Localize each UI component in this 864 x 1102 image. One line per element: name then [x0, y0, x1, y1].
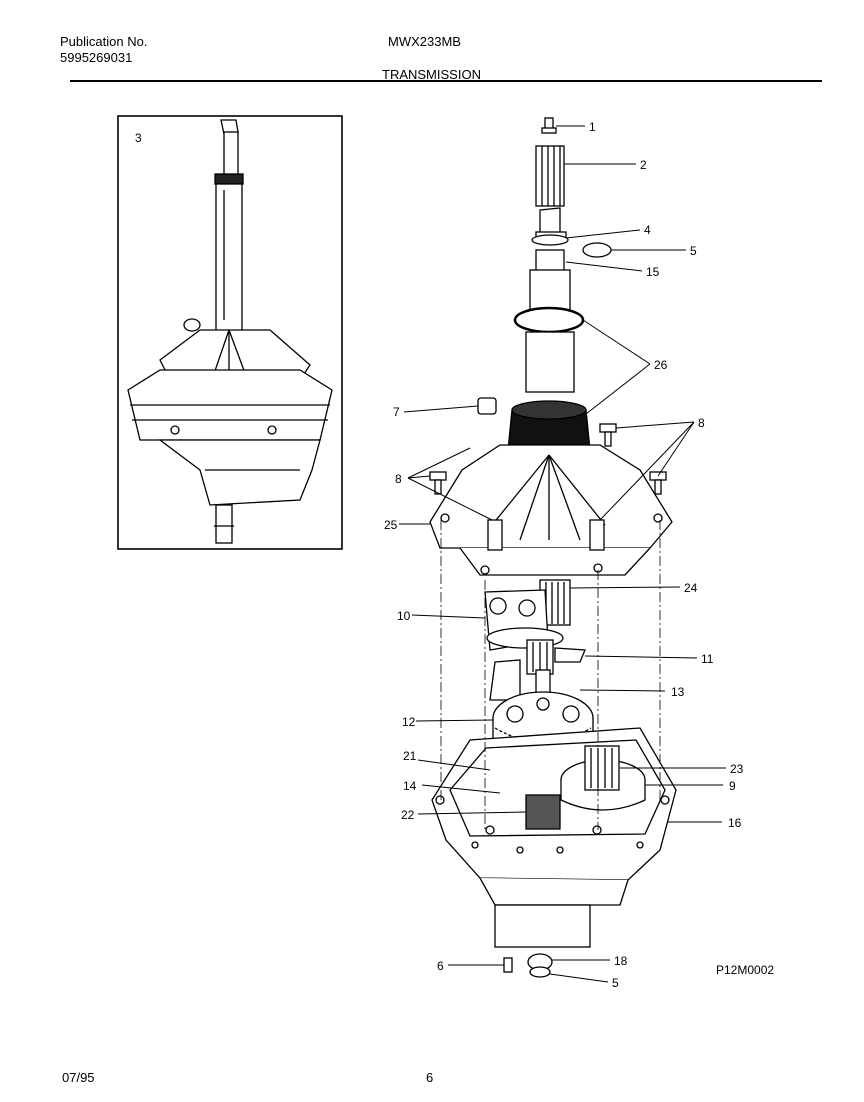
- drawing-code: P12M0002: [716, 963, 774, 977]
- callout-18: 18: [614, 954, 628, 968]
- callout-16: 16: [728, 816, 742, 830]
- footer-page-number: 6: [426, 1070, 434, 1085]
- callout-2: 2: [640, 158, 647, 172]
- publication-label: Publication No.: [60, 34, 148, 49]
- callout-11: 11: [701, 652, 714, 666]
- callout-10: 10: [397, 609, 411, 623]
- callout-8-left: 8: [395, 472, 402, 486]
- callout-8-right: 8: [698, 416, 705, 430]
- callout-5-top: 5: [690, 244, 697, 258]
- callout-13: 13: [671, 685, 685, 699]
- publication-number: 5995269031: [60, 50, 133, 65]
- inset-label: 3: [135, 131, 142, 145]
- callout-9: 9: [729, 779, 736, 793]
- callout-7: 7: [393, 405, 400, 419]
- section-title: TRANSMISSION: [382, 67, 481, 82]
- callout-numbers: 1 2 4 5 15 26 7 8 8 25 24 10 11 13 12 21…: [384, 120, 744, 990]
- callout-6: 6: [437, 959, 444, 973]
- callout-23: 23: [730, 762, 744, 776]
- alignment-lines: [440, 520, 661, 830]
- footer-date: 07/95: [62, 1070, 95, 1085]
- exploded-parts: [429, 117, 677, 978]
- model-number: MWX233MB: [388, 34, 461, 49]
- callout-21: 21: [403, 749, 417, 763]
- callout-15: 15: [646, 265, 660, 279]
- inset-assembly: [117, 115, 343, 550]
- callout-1: 1: [589, 120, 596, 134]
- leader-lines: [399, 125, 726, 983]
- header-rule: [70, 80, 822, 82]
- callout-26: 26: [654, 358, 668, 372]
- callout-4: 4: [644, 223, 651, 237]
- callout-25: 25: [384, 518, 398, 532]
- callout-12: 12: [402, 715, 416, 729]
- callout-14: 14: [403, 779, 417, 793]
- callout-24: 24: [684, 581, 698, 595]
- callout-22: 22: [401, 808, 415, 822]
- callout-5-bottom: 5: [612, 976, 619, 990]
